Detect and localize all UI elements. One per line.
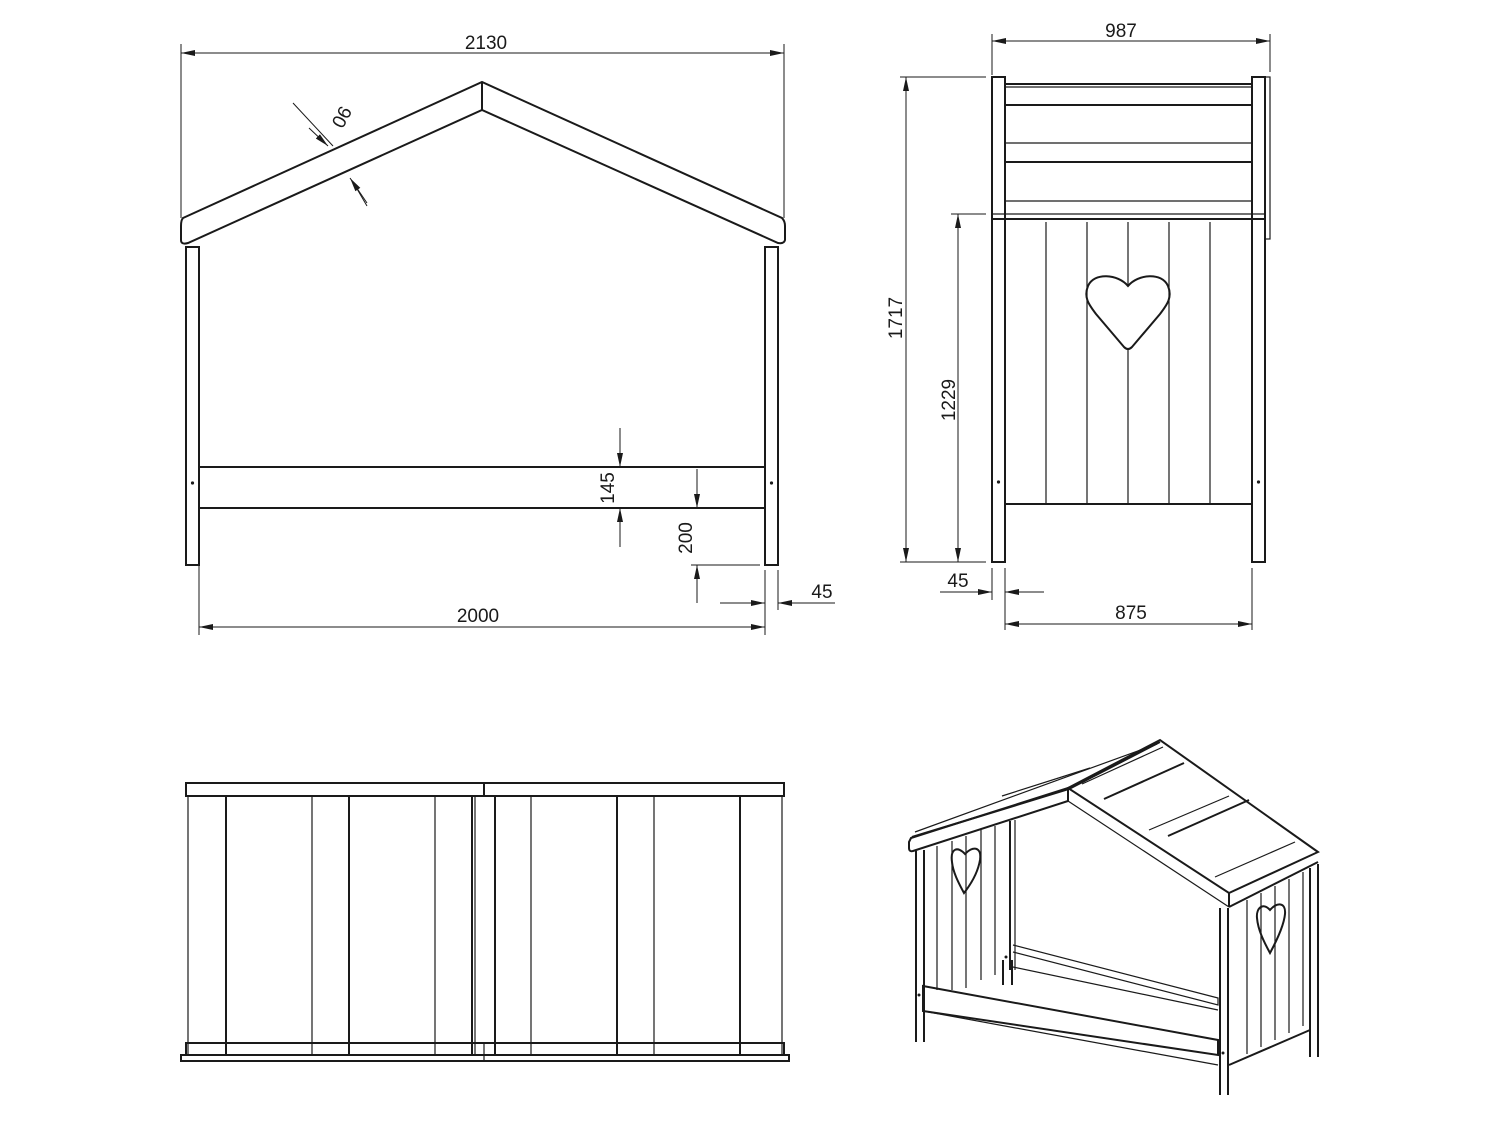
right-post [1251,76,1266,563]
bolt-dot [769,481,774,485]
dim-rail-height: 145 [598,472,619,504]
dim-inner-length: 2000 [457,606,499,627]
dim-headboard-height: 1229 [939,379,960,421]
base-strip [180,1054,790,1062]
dim-inner-width: 875 [1115,603,1147,624]
roof-overhang-edge [1264,76,1271,240]
left-post [991,76,1006,563]
dim-post-width: 45 [811,582,832,603]
front-gable-roof [908,786,1069,853]
dim-overall-depth: 987 [1105,21,1137,42]
side-rail [922,984,1219,1057]
top-view [180,782,790,1062]
heart-cutout [950,847,982,895]
left-post [185,246,200,566]
roof-outline [180,80,786,245]
eave-band [185,1042,785,1056]
isometric-view [908,738,1320,1095]
right-post [764,246,779,566]
bolt-dot [190,481,195,485]
dim-overall-width: 2130 [465,33,507,54]
dim-rail-clearance: 200 [676,522,697,554]
heart-cutout [1255,903,1287,956]
heart-cutout [1085,275,1171,350]
dim-roof-thickness: 90 [327,102,355,131]
side-elevation-view: 987 1717 1229 45 875 [886,21,1271,630]
front-elevation-view: 2130 90 145 200 45 2000 [180,33,835,635]
dim-post-width: 45 [947,571,968,592]
near-roof-slope [1066,738,1320,895]
dim-overall-height: 1717 [886,297,907,339]
